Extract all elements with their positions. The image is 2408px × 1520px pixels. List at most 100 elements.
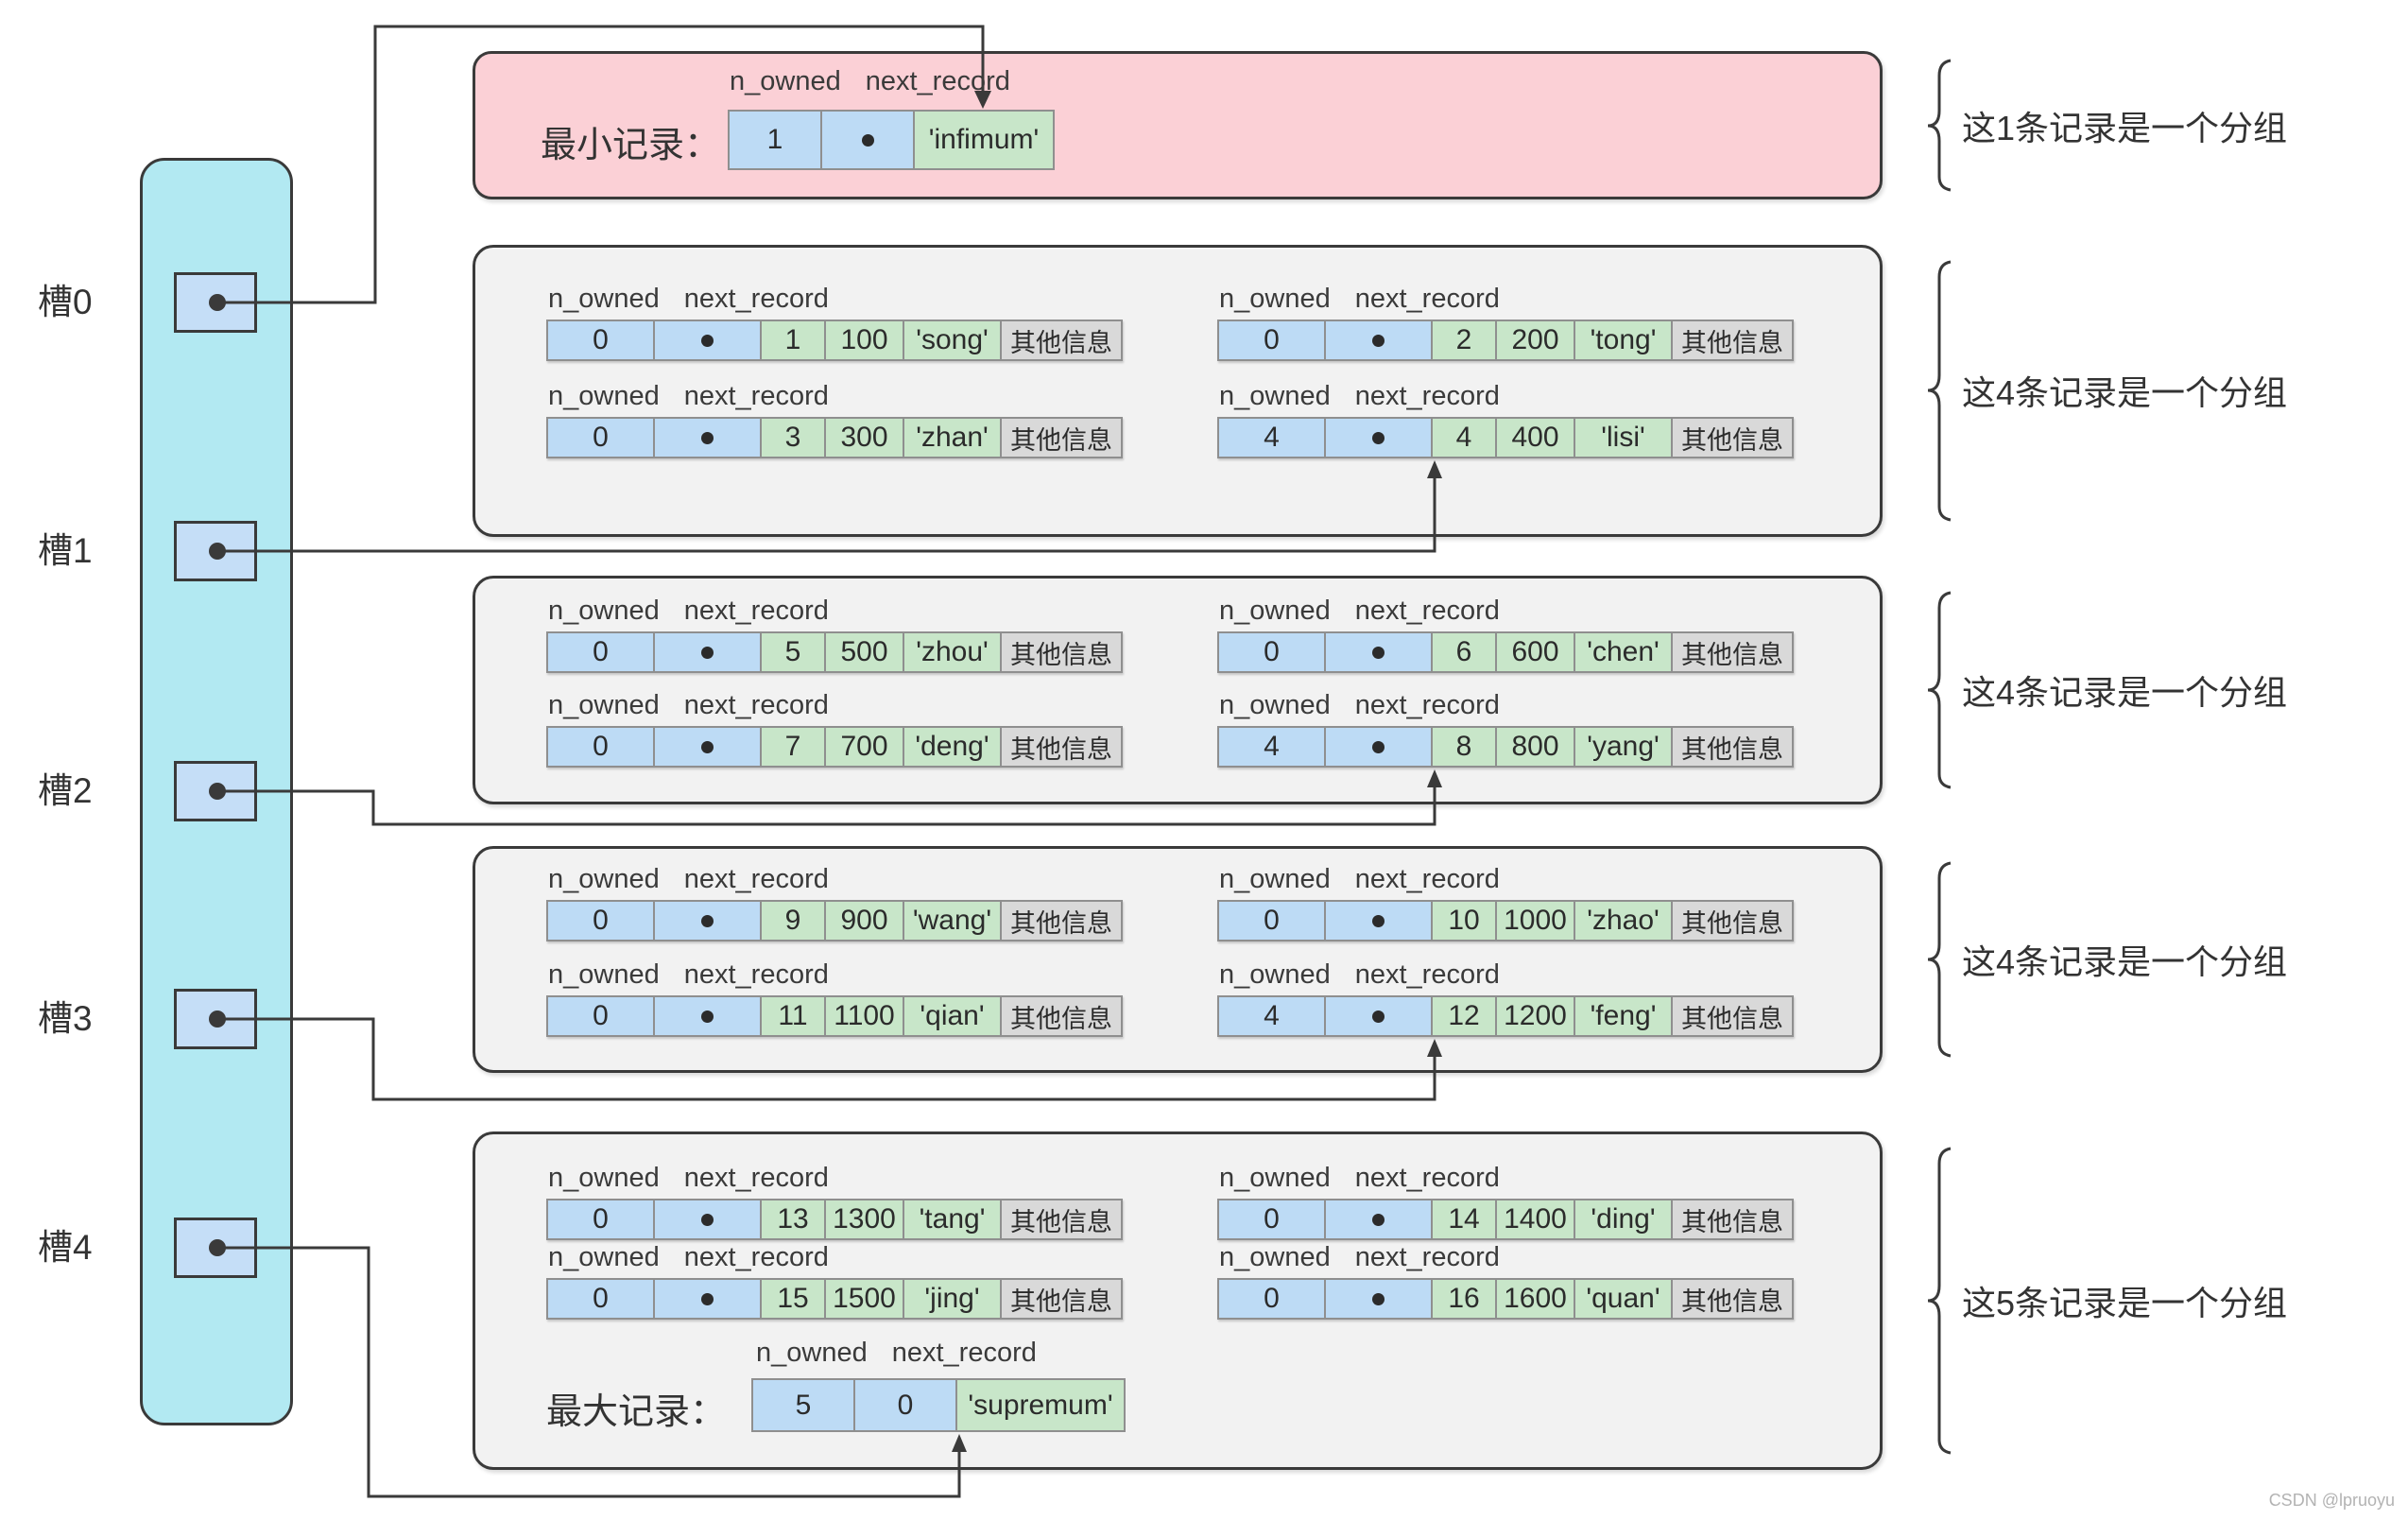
- next-record-cell: [1324, 1278, 1433, 1320]
- record-name-cell: 'zhao': [1574, 900, 1673, 941]
- record: n_owned next_record 0 1 100 'song' 其他信息: [546, 284, 1123, 361]
- record: n_owned next_record 0 10 1000 'zhao' 其他信…: [1217, 864, 1794, 941]
- record: n_owned next_record 4 8 800 'yang' 其他信息: [1217, 690, 1794, 768]
- n-owned-label: n_owned: [1219, 959, 1331, 990]
- other-info-cell: 其他信息: [1671, 631, 1794, 673]
- slot-0-label: 槽0: [38, 283, 93, 321]
- n-owned-cell: 4: [1217, 417, 1326, 458]
- n-owned-label: n_owned: [548, 381, 660, 411]
- n-owned-label: n_owned: [548, 690, 660, 720]
- pointer-dot: [701, 740, 714, 753]
- n-owned-cell: 0: [546, 631, 655, 673]
- other-info-cell: 其他信息: [1671, 320, 1794, 361]
- watermark: CSDN @lpruoyu: [2268, 1491, 2395, 1510]
- n-owned-label: n_owned: [1219, 381, 1331, 411]
- record-id-cell: 14: [1431, 1199, 1497, 1240]
- record-field-header: n_owned next_record: [1219, 1163, 1500, 1194]
- next-record-cell: [1324, 900, 1433, 941]
- record-id-cell: 5: [760, 631, 826, 673]
- record: n_owned next_record 0 5 500 'zhou' 其他信息: [546, 596, 1123, 673]
- record-name-cell: 'yang': [1574, 726, 1673, 768]
- record-field-header: n_owned next_record: [548, 690, 829, 721]
- record: n_owned next_record 0 9 900 'wang' 其他信息: [546, 864, 1123, 941]
- other-info-cell: 其他信息: [1000, 995, 1123, 1037]
- n-owned-label: n_owned: [548, 864, 660, 894]
- record: n_owned next_record 0 13 1300 'tang' 其他信…: [546, 1163, 1123, 1240]
- n-owned-label: n_owned: [548, 1242, 660, 1272]
- other-info-cell: 其他信息: [1000, 1199, 1123, 1240]
- record-field-header: n_owned next_record: [548, 596, 829, 627]
- record-id-cell: 7: [760, 726, 826, 768]
- supremum-record: 5 0 'supremum': [751, 1378, 1126, 1432]
- other-info-cell: 其他信息: [1000, 631, 1123, 673]
- record-field-header: n_owned next_record: [1219, 959, 1500, 991]
- next-record-label: next_record: [683, 690, 829, 720]
- next-record-label: next_record: [1354, 959, 1500, 990]
- n-owned-cell: 0: [1217, 1199, 1326, 1240]
- record-name-cell: 'ding': [1574, 1199, 1673, 1240]
- slot-1-label: 槽1: [38, 531, 93, 570]
- record: n_owned next_record 0 3 300 'zhan' 其他信息: [546, 381, 1123, 458]
- pointer-dot: [701, 1292, 714, 1305]
- record-key-cell: 900: [824, 900, 904, 941]
- record-name-cell: 'supremum': [955, 1378, 1126, 1432]
- record-id-cell: 1: [760, 320, 826, 361]
- slot-2-label: 槽2: [38, 771, 93, 810]
- n-owned-cell: 0: [546, 995, 655, 1037]
- maximum-record-field-header: n_owned next_record: [756, 1338, 1037, 1369]
- n-owned-label: n_owned: [1219, 864, 1331, 894]
- n-owned-cell: 5: [751, 1378, 855, 1432]
- other-info-cell: 其他信息: [1000, 320, 1123, 361]
- next-record-label: next_record: [1354, 690, 1500, 720]
- next-record-label: next_record: [683, 1163, 829, 1193]
- record: n_owned next_record 0 15 1500 'jing' 其他信…: [546, 1242, 1123, 1320]
- other-info-cell: 其他信息: [1671, 417, 1794, 458]
- record-key-cell: 400: [1495, 417, 1575, 458]
- n-owned-cell: 4: [1217, 995, 1326, 1037]
- n-owned-label: n_owned: [548, 1163, 660, 1193]
- record-key-cell: 1600: [1495, 1278, 1575, 1320]
- record-field-header: n_owned next_record: [1219, 284, 1500, 315]
- record-id-cell: 11: [760, 995, 826, 1037]
- record-key-cell: 1300: [824, 1199, 904, 1240]
- record-field-header: n_owned next_record: [548, 284, 829, 315]
- n-owned-cell: 0: [546, 320, 655, 361]
- pointer-dot: [1372, 431, 1385, 444]
- n-owned-label: n_owned: [1219, 1242, 1331, 1272]
- record: n_owned next_record 4 4 400 'lisi' 其他信息: [1217, 381, 1794, 458]
- record: n_owned next_record 0 16 1600 'quan' 其他信…: [1217, 1242, 1794, 1320]
- record-name-cell: 'lisi': [1574, 417, 1673, 458]
- next-record-cell: [653, 417, 762, 458]
- n-owned-label: n_owned: [1219, 596, 1331, 626]
- record-name-cell: 'deng': [903, 726, 1002, 768]
- record-name-cell: 'song': [903, 320, 1002, 361]
- record-name-cell: 'quan': [1574, 1278, 1673, 1320]
- record-id-cell: 4: [1431, 417, 1497, 458]
- other-info-cell: 其他信息: [1000, 726, 1123, 768]
- n-owned-label: n_owned: [1219, 284, 1331, 314]
- n-owned-cell: 0: [546, 417, 655, 458]
- n-owned-cell: 0: [546, 1199, 655, 1240]
- maximum-record-caption: 最大记录：: [545, 1392, 726, 1432]
- next-record-cell: [653, 1199, 762, 1240]
- record: n_owned next_record 0 7 700 'deng' 其他信息: [546, 690, 1123, 768]
- record-field-header: n_owned next_record: [548, 864, 829, 895]
- n-owned-cell: 0: [546, 900, 655, 941]
- record-field-header: n_owned next_record: [1219, 1242, 1500, 1273]
- next-record-cell: [653, 320, 762, 361]
- record-field-header: n_owned next_record: [1219, 596, 1500, 627]
- record-name-cell: 'feng': [1574, 995, 1673, 1037]
- group-annotation-1: 这4条记录是一个分组: [1962, 373, 2288, 412]
- record-field-header: n_owned next_record: [548, 381, 829, 412]
- n-owned-label: n_owned: [548, 596, 660, 626]
- record-name-cell: 'zhan': [903, 417, 1002, 458]
- record: n_owned next_record 4 12 1200 'feng' 其他信…: [1217, 959, 1794, 1037]
- record-key-cell: 1400: [1495, 1199, 1575, 1240]
- record-field-header: n_owned next_record: [548, 1163, 829, 1194]
- record-id-cell: 2: [1431, 320, 1497, 361]
- n-owned-cell: 0: [1217, 320, 1326, 361]
- next-record-label: next_record: [891, 1338, 1037, 1368]
- record-field-header: n_owned next_record: [1219, 864, 1500, 895]
- pointer-dot: [1372, 914, 1385, 927]
